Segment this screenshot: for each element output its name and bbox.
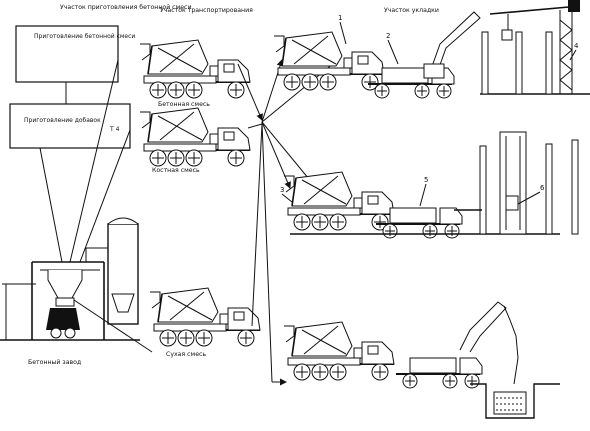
concrete-plant (0, 217, 140, 341)
mixer-truck-semi (139, 107, 251, 167)
connector-line (79, 129, 131, 263)
flow-arrow (237, 63, 263, 121)
flow-arrow (247, 123, 263, 129)
plant-label: Бетонный завод (28, 358, 81, 366)
placing-site-bottom (283, 301, 560, 419)
section-title-prep: Участок приготовления бетонной смеси (60, 3, 191, 11)
mix-label-semi: Костная смесь (152, 167, 200, 174)
connector-line (69, 59, 119, 263)
svg-text:1: 1 (338, 14, 342, 22)
svg-text:5: 5 (424, 176, 428, 184)
mix-label-dry: Сухая смесь (166, 351, 206, 358)
flow-arrow (261, 121, 273, 383)
additives-prep-box: Приготовление добавок Т 4 (9, 103, 131, 149)
svg-text:3: 3 (280, 186, 284, 194)
callout-2: 2 (386, 32, 399, 65)
callout-1: 1 (338, 14, 347, 45)
svg-text:6: 6 (540, 184, 545, 192)
flow-arrow (251, 123, 263, 327)
section-title-placing: Участок укладки (384, 7, 439, 14)
svg-text:4: 4 (574, 42, 579, 50)
concrete-prep-box: Приготовление бетонной смеси (15, 25, 135, 83)
section-title-transport: Участок транспортирования (160, 7, 253, 14)
connector-line (39, 147, 63, 263)
callout-6: 6 (517, 184, 545, 205)
placing-site-middle (283, 131, 579, 239)
plant-to-truck-line (73, 299, 153, 353)
additives-prep-label: Приготовление добавок (24, 117, 101, 124)
callout-5: 5 (419, 176, 428, 207)
callout-3: 3 (280, 186, 293, 203)
mixer-truck-dry (149, 287, 261, 347)
additives-sub-label: Т 4 (109, 126, 120, 133)
concrete-prep-label: Приготовление бетонной смеси (34, 33, 135, 40)
placing-site-top (273, 0, 590, 99)
flow-arrow (261, 121, 291, 189)
mixer-truck-wet (139, 39, 251, 99)
svg-text:2: 2 (386, 32, 390, 40)
callout-4: 4 (569, 42, 579, 61)
mix-label-wet: Бетонная смесь (158, 101, 210, 108)
